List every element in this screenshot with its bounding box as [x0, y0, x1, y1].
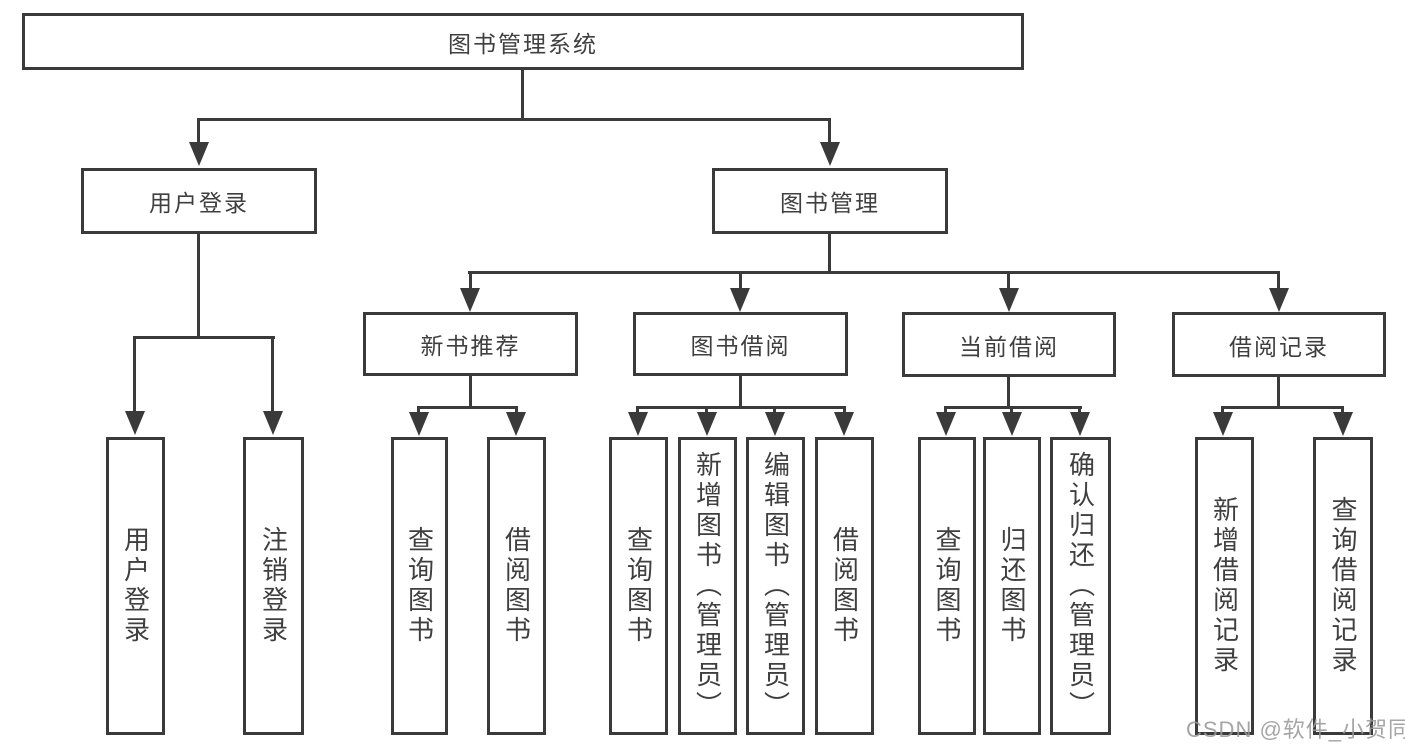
- connector-arrow-down: [506, 412, 526, 436]
- connector-borrowing-bar: [636, 406, 846, 409]
- connector-arrow-down: [1213, 412, 1233, 436]
- connector-stem: [515, 406, 518, 414]
- leaf-logout: 注销登录: [243, 437, 304, 735]
- connector-stem: [944, 406, 947, 414]
- connector-arrow-down: [765, 412, 785, 436]
- connector-borrowing-stem: [739, 374, 742, 408]
- connector-stem: [1341, 406, 1344, 414]
- connector-current-bar: [944, 406, 1082, 409]
- connector-current-stem: [1007, 374, 1010, 408]
- leaf-borrowing-borrow-books: 借阅图书: [815, 437, 874, 735]
- connector-arrow-down: [1002, 412, 1022, 436]
- connector-stem: [773, 406, 776, 414]
- leaf-newbooks-query-books: 查询图书: [391, 437, 448, 735]
- connector-arrow-down: [263, 411, 283, 435]
- connector-stem: [417, 406, 420, 414]
- connector-arrow-down: [628, 412, 648, 436]
- connector-newbooks-bar: [417, 406, 518, 409]
- node-current-borrowing: 当前借阅: [902, 312, 1116, 377]
- leaf-current-confirm-return-admin: 确认归还（管理员）: [1050, 437, 1111, 735]
- connector-newbooks-stem: [469, 374, 472, 408]
- connector-arrow-down: [834, 412, 854, 436]
- connector-userlogin-stem: [197, 233, 200, 338]
- connector-level2-bar: [468, 271, 1280, 274]
- connector-stem: [1221, 406, 1224, 414]
- connector-stem: [739, 271, 742, 290]
- connector-stem: [828, 118, 831, 144]
- leaf-records-query-record: 查询借阅记录: [1313, 437, 1373, 735]
- leaf-borrowing-add-books-admin: 新增图书（管理员）: [678, 437, 737, 735]
- connector-arrow-down: [125, 411, 145, 435]
- connector-stem: [133, 336, 136, 413]
- connector-stem: [636, 406, 639, 414]
- connector-stem: [705, 406, 708, 414]
- node-library-system: 图书管理系统: [22, 13, 1024, 70]
- connector-level1-bar: [197, 118, 831, 121]
- leaf-user-login: 用户登录: [106, 437, 165, 735]
- connector-stem: [1010, 406, 1013, 414]
- leaf-newbooks-borrow-books: 借阅图书: [487, 437, 546, 735]
- connector-root-stem: [521, 69, 524, 120]
- connector-arrow-down: [936, 412, 956, 436]
- connector-arrow-down: [1070, 412, 1090, 436]
- leaf-borrowing-query-books: 查询图书: [609, 437, 668, 735]
- leaf-borrowing-edit-books-admin: 编辑图书（管理员）: [746, 437, 805, 735]
- connector-records-stem: [1277, 374, 1280, 408]
- connector-arrow-down: [820, 142, 840, 166]
- connector-stem: [1277, 271, 1280, 290]
- leaf-records-add-record: 新增借阅记录: [1195, 437, 1254, 735]
- connector-arrow-down: [730, 288, 750, 312]
- connector-records-bar: [1221, 406, 1344, 409]
- node-user-login: 用户登录: [81, 168, 317, 234]
- connector-arrow-down: [409, 412, 429, 436]
- csdn-watermark: CSDN @软件_小贺同学: [1186, 717, 1405, 742]
- connector-arrow-down: [1333, 412, 1353, 436]
- node-book-borrowing: 图书借阅: [633, 312, 848, 376]
- connector-arrow-down: [189, 142, 209, 166]
- connector-stem: [469, 271, 472, 290]
- node-borrow-records: 借阅记录: [1172, 312, 1386, 377]
- connector-bookmgmt-stem: [828, 233, 831, 273]
- node-new-book-recommend: 新书推荐: [363, 312, 578, 376]
- connector-stem: [1078, 406, 1081, 414]
- leaf-current-query-books: 查询图书: [918, 437, 976, 735]
- connector-stem: [271, 336, 274, 413]
- connector-stem: [843, 406, 846, 414]
- connector-userlogin-bar: [133, 336, 275, 339]
- connector-arrow-down: [999, 288, 1019, 312]
- connector-stem: [1007, 271, 1010, 290]
- connector-arrow-down: [1269, 288, 1289, 312]
- connector-arrow-down: [697, 412, 717, 436]
- node-book-management: 图书管理: [712, 168, 948, 234]
- leaf-current-return-books: 归还图书: [983, 437, 1041, 735]
- connector-stem: [197, 118, 200, 144]
- connector-arrow-down: [460, 288, 480, 312]
